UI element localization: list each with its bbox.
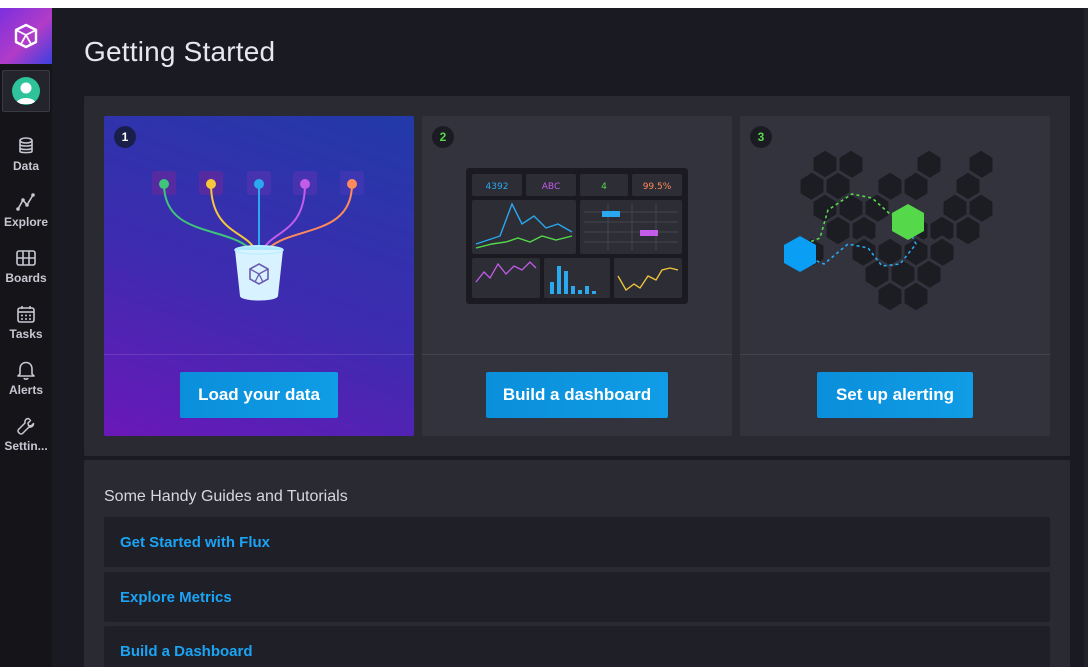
stat-value: 4 <box>601 182 607 192</box>
step-number-badge: 3 <box>750 126 772 148</box>
stat-value: ABC <box>542 182 560 192</box>
avatar-icon <box>12 77 40 105</box>
sidebar-item-label: Explore <box>3 215 48 229</box>
guide-link-explore-metrics[interactable]: Explore Metrics <box>120 588 232 606</box>
sidebar-nav: Data Explore Boards <box>0 8 52 667</box>
guide-link-flux[interactable]: Get Started with Flux <box>120 533 271 551</box>
step-number-badge: 1 <box>114 126 136 148</box>
stat-value: 4392 <box>486 182 509 192</box>
card-divider <box>422 354 732 355</box>
guides-title: Some Handy Guides and Tutorials <box>104 488 348 505</box>
sidebar-item-label: Data <box>12 159 39 173</box>
sidebar-item-alerts[interactable]: Alerts <box>0 356 52 408</box>
database-icon <box>16 136 36 156</box>
set-up-alerting-button[interactable]: Set up alerting <box>817 372 973 418</box>
dashboard-illustration: 4392 ABC 4 99.5% <box>466 168 688 304</box>
card-set-up-alerting: 3 <box>740 116 1050 436</box>
guide-row[interactable]: Build a Dashboard <box>104 626 1050 667</box>
guide-row[interactable]: Get Started with Flux <box>104 517 1050 567</box>
alerting-hexagon-illustration <box>784 147 996 314</box>
step-number-badge: 2 <box>432 126 454 148</box>
user-avatar-button[interactable] <box>2 70 50 112</box>
guides-panel: Some Handy Guides and Tutorials Get Star… <box>84 460 1070 667</box>
calendar-icon <box>16 304 36 324</box>
sidebar-item-label: Boards <box>5 271 47 285</box>
sidebar-item-label: Alerts <box>8 383 43 397</box>
getting-started-panel: 1 <box>84 96 1070 456</box>
sidebar-item-tasks[interactable]: Tasks <box>0 300 52 352</box>
sidebar-item-boards[interactable]: Boards <box>0 244 52 296</box>
bell-icon <box>16 360 36 380</box>
page-title: Getting Started <box>84 36 276 67</box>
sidebar-item-label: Settin... <box>4 439 48 453</box>
sidebar-item-explore[interactable]: Explore <box>0 188 52 240</box>
influx-logo-icon[interactable] <box>0 8 52 64</box>
sidebar-item-settings[interactable]: Settin... <box>0 412 52 464</box>
card-divider <box>740 354 1050 355</box>
wrench-icon <box>16 416 36 436</box>
guide-row[interactable]: Explore Metrics <box>104 572 1050 622</box>
stat-value: 99.5% <box>643 182 672 192</box>
card-load-data: 1 <box>104 116 414 436</box>
card-build-dashboard: 2 4392 ABC 4 99.5% <box>422 116 732 436</box>
app-window: Data Explore Boards <box>0 8 1088 667</box>
build-a-dashboard-button[interactable]: Build a dashboard <box>486 372 668 418</box>
data-sources-bucket-illustration <box>152 171 364 301</box>
sidebar-item-data[interactable]: Data <box>0 132 52 184</box>
graph-icon <box>16 192 36 212</box>
load-your-data-button[interactable]: Load your data <box>180 372 338 418</box>
guide-link-build-dashboard[interactable]: Build a Dashboard <box>120 642 253 660</box>
card-divider <box>104 354 414 355</box>
sidebar-item-label: Tasks <box>9 327 43 341</box>
dashboard-icon <box>16 248 36 268</box>
scrollbar-track[interactable] <box>1084 8 1088 667</box>
